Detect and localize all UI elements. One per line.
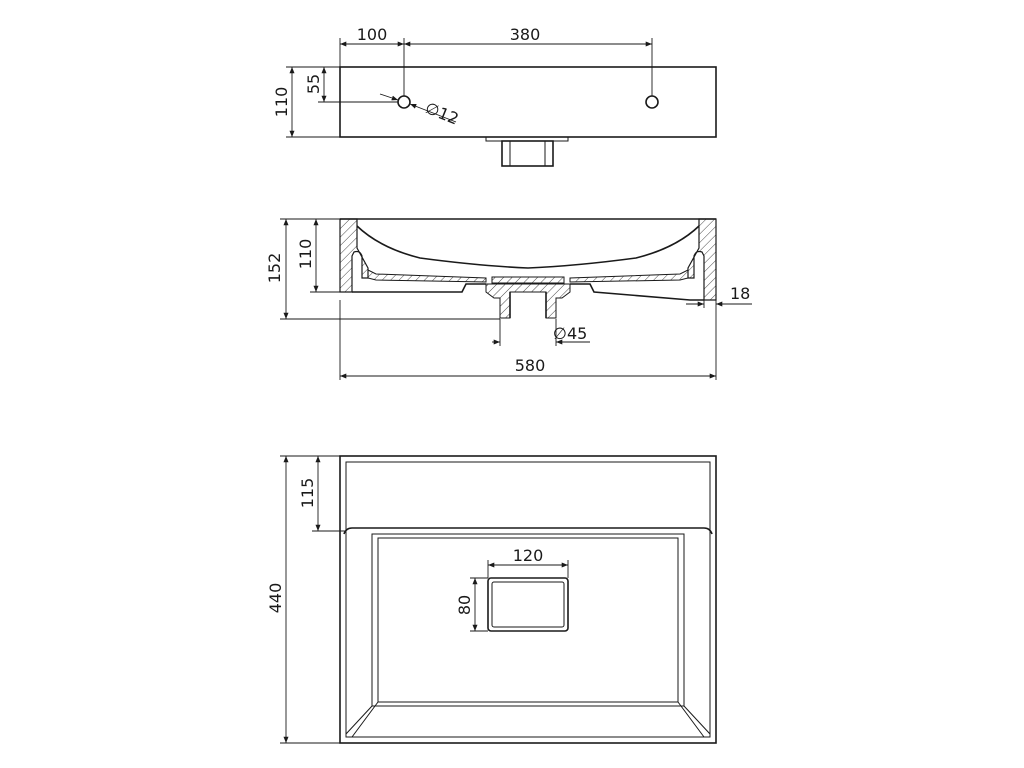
dim-hole-spacing: 380: [510, 25, 541, 44]
tap-hole-left: [397, 95, 411, 109]
dim-rim-depth: 110: [272, 87, 291, 118]
dim-total-width: 580: [515, 356, 546, 375]
dim-hole-diameter: ∅12: [423, 98, 462, 128]
section-drain-cover: [491, 276, 565, 284]
section-bowl-curve: [356, 225, 700, 269]
dim-drain-diameter: ∅45: [553, 324, 587, 343]
dim-hole-offset: 100: [357, 25, 388, 44]
dim-wall-thickness: 18: [730, 284, 750, 303]
plan-inner-rim: [345, 461, 711, 738]
dim-basin-depth: 110: [296, 239, 315, 270]
tap-hole-right: [645, 95, 659, 109]
plan-drain-inner: [491, 581, 565, 628]
dim-drain-width: 120: [513, 546, 544, 565]
plan-drain-outer: [487, 577, 569, 632]
dim-line-hole-diameter: [409, 103, 457, 123]
dim-hole-depth: 55: [304, 74, 323, 94]
plan-view: 440 115 120 80: [266, 455, 717, 744]
plan-shelf-edge: [343, 527, 713, 535]
dim-drain-height: 80: [455, 595, 474, 615]
dim-shelf-depth: 115: [298, 478, 317, 509]
section-view: 152 110 18 ∅45 580: [265, 218, 752, 380]
section-floor-right: [569, 269, 689, 283]
section-floor-left: [367, 269, 487, 283]
section-left-wall: [339, 218, 369, 293]
dim-total-depth: 440: [266, 583, 285, 614]
top-view-drain-pipe: [501, 140, 554, 167]
plan-outer-outline: [339, 455, 717, 744]
dim-total-height: 152: [265, 253, 284, 284]
plan-basin-bottom: [371, 533, 685, 707]
top-view: 100 380 55 110 ∅12: [272, 25, 717, 167]
section-drain-body: [485, 283, 571, 319]
